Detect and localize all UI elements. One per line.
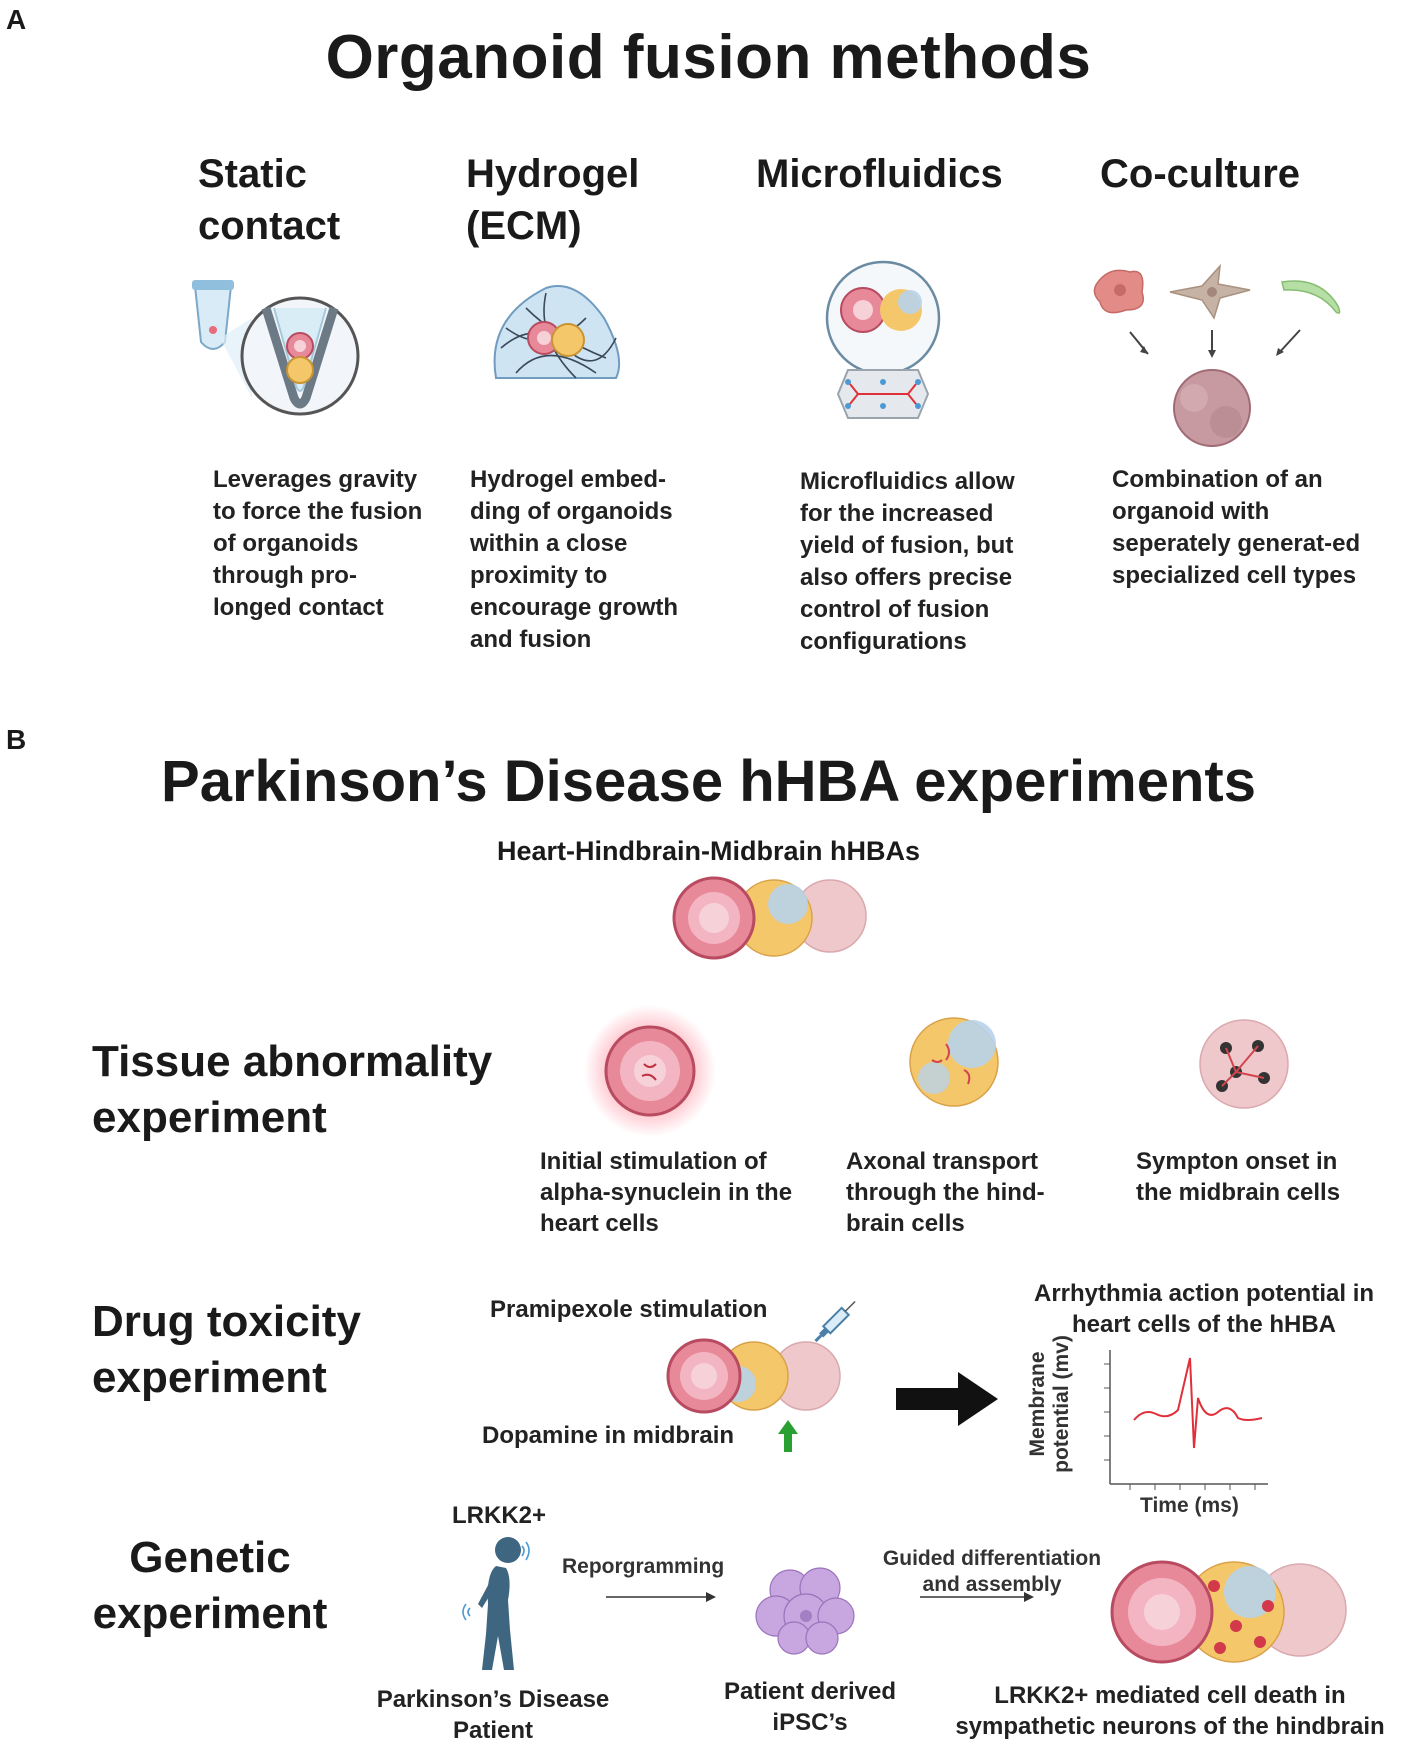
microfluidics-icon [825,260,941,419]
differentiation-label: Guided differentiation and assembly [882,1547,1102,1596]
ipsc-caption: Patient derived iPSC’s [723,1678,897,1736]
action-potential-plot [1104,1350,1268,1490]
hydrogel-icon [493,285,621,379]
increase-arrow-icon [778,1420,798,1452]
method-desc-microfluidics: Microfluidics allow for the increased yi… [800,468,1015,655]
method-desc-hydrogel: Hydrogel embed-ding of organoids within … [470,466,679,653]
drug-organoid-icon [666,1338,841,1414]
panel-b-letter: B [6,724,27,755]
drug-experiment-label: Drug toxicity experiment [92,1297,361,1402]
hhba-subtitle: Heart-Hindbrain-Midbrain hHBAs [496,836,920,866]
genetic-experiment-label: Genetic experiment [92,1533,328,1638]
tissue-step-2: Axonal transport through the hind-brain … [846,1148,1045,1237]
reprogramming-arrow [606,1592,716,1602]
differentiation-arrow [920,1592,1034,1602]
syringe-icon [814,1300,856,1343]
tissue-step-3: Sympton onset in the midbrain cells [1136,1148,1341,1206]
panel-a-letter: A [6,4,27,35]
ipsc-cluster-icon [755,1567,855,1655]
coculture-icon [1093,263,1341,447]
arrhythmia-title: Arrhythmia action potential in heart cel… [1033,1280,1375,1338]
patient-person-icon [462,1537,530,1670]
tissue-step-1: Initial stimulation of alpha-synuclein i… [540,1148,793,1237]
tissue-experiment-label: Tissue abnormality experiment [92,1037,493,1142]
method-desc-static: Leverages gravity to force the fusion of… [213,466,423,621]
method-heading-static: Static contact [198,152,341,248]
panel-b-title: Parkinson’s Disease hHBA experiments [161,749,1256,814]
panel-a-title: Organoid fusion methods [325,23,1092,92]
method-desc-coculture: Combination of an organoid with seperate… [1112,466,1361,589]
static-contact-icon [192,280,360,416]
dopamine-label: Dopamine in midbrain [482,1422,735,1449]
lrkk2-label: LRKK2+ [452,1502,547,1529]
heart-stimulation-icon [584,1005,716,1137]
method-heading-microfluidics: Microfluidics [756,152,1003,196]
time-axis-label: Time (ms) [1140,1494,1239,1517]
membrane-axis-label: Membrane potential (mv) [1026,1335,1073,1473]
reprogramming-label: Reporgramming [562,1555,725,1578]
midbrain-onset-icon [1199,1019,1289,1109]
lrkk2-organoid-icon [1110,1560,1347,1664]
lrkk2-result-caption: LRKK2+ mediated cell death in sympatheti… [955,1682,1385,1740]
hhba-organoid-icon [672,876,867,960]
hindbrain-transport-icon [909,1017,999,1107]
result-arrow-icon [896,1372,998,1426]
method-heading-coculture: Co-culture [1100,152,1300,196]
pramipexole-label: Pramipexole stimulation [490,1296,768,1323]
method-heading-hydrogel: Hydrogel (ECM) [466,152,640,248]
patient-caption: Parkinson’s Disease Patient [376,1686,610,1744]
